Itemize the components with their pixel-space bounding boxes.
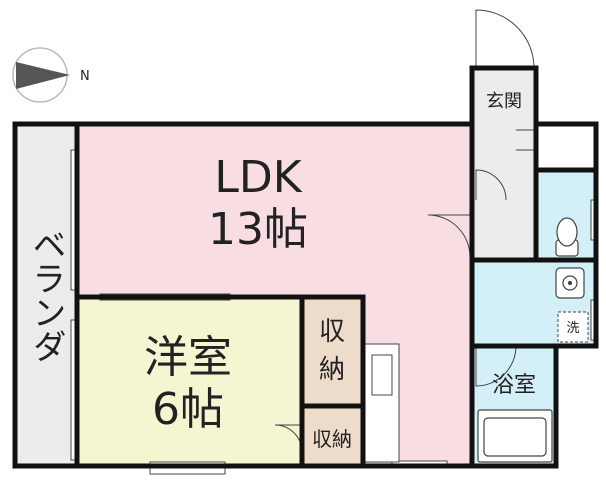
outer-wall	[12, 65, 599, 469]
laundry-pan	[557, 311, 589, 343]
bath-name: 浴室	[492, 373, 536, 398]
compass-direction-label: N	[80, 69, 90, 84]
toilet-icon	[555, 217, 579, 257]
kitchen-counter	[364, 343, 400, 463]
kitchen-sink	[371, 354, 393, 396]
western-room-size: 6帖	[152, 384, 224, 435]
storage-top-area	[302, 299, 361, 406]
ldk-door-icon	[427, 214, 471, 258]
entrance-area	[472, 68, 536, 260]
ldk-name: LDK	[214, 152, 302, 203]
bath-door-icon	[475, 345, 517, 387]
western-room-area	[77, 297, 302, 466]
compass: N	[12, 47, 90, 103]
storage-bottom-area	[302, 406, 361, 466]
compass-needle-icon	[16, 62, 70, 89]
storage-door-icon	[516, 129, 536, 151]
entrance-door-icon	[475, 9, 535, 69]
entrance-name: 玄関	[486, 91, 522, 112]
western-room-name: 洋室	[144, 332, 232, 383]
western-north-wall	[74, 294, 366, 469]
ldk-size: 13帖	[208, 204, 308, 255]
storage-bottom-name: 収納	[312, 427, 352, 451]
veranda-name: ベランダ	[26, 227, 66, 363]
veranda-area	[15, 124, 77, 466]
storage-top-line2: 納	[319, 355, 345, 385]
laundry-label: 洗	[566, 321, 579, 336]
wash-basin-icon	[555, 267, 585, 299]
bathtub-icon	[477, 409, 553, 463]
storage-top-line1: 収	[319, 317, 345, 347]
walls	[12, 65, 599, 469]
entrance-inner-door-icon	[475, 169, 507, 201]
